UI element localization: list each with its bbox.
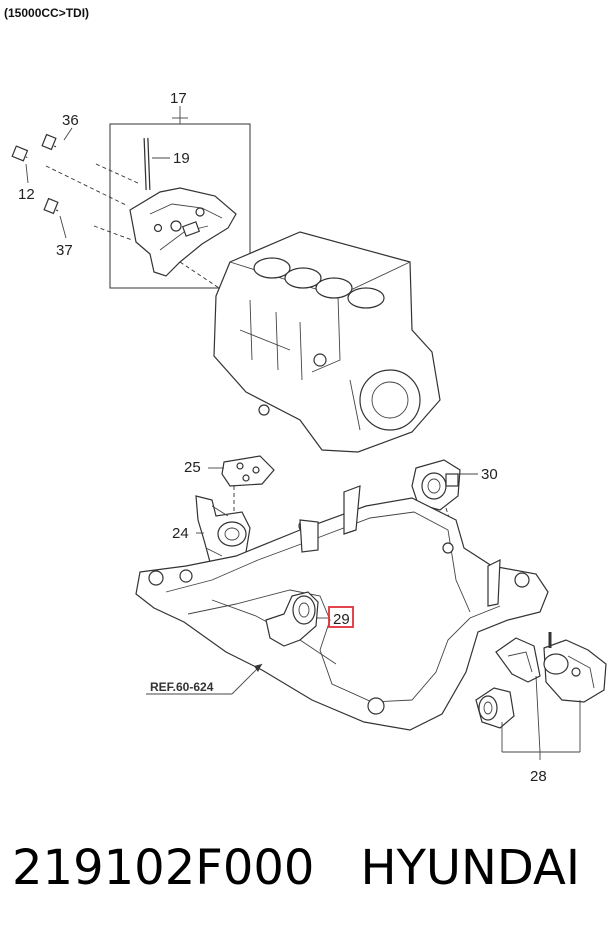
callout-36: 36 <box>62 112 79 129</box>
callout-30: 30 <box>481 466 498 483</box>
bolt-37[interactable] <box>43 197 95 228</box>
bolt-36[interactable] <box>41 133 97 166</box>
engine-bracket[interactable] <box>129 187 237 277</box>
callout-29: 29 <box>333 611 350 628</box>
brand-name: HYUNDAI <box>360 840 581 896</box>
engine-block <box>213 231 441 453</box>
callout-25: 25 <box>184 459 201 476</box>
variant-header: (15000CC>TDI) <box>4 6 89 20</box>
mount-plate-25[interactable] <box>221 455 275 487</box>
callout-24: 24 <box>172 525 189 542</box>
stud-19[interactable] <box>143 137 151 191</box>
callout-29-highlight-box <box>328 606 354 628</box>
callout-19: 19 <box>173 150 190 167</box>
callout-28-leader <box>501 675 581 760</box>
mount-28-bushing[interactable] <box>475 687 515 729</box>
subframe <box>135 485 549 731</box>
callout-12: 12 <box>18 186 35 203</box>
callout-28: 28 <box>530 768 547 785</box>
mount-29[interactable] <box>265 591 319 647</box>
reference-label: REF.60-624 <box>150 680 214 694</box>
callout-37: 37 <box>56 242 73 259</box>
mount-28-insulator[interactable] <box>543 632 607 703</box>
mount-28-bracket[interactable] <box>495 637 541 683</box>
part-number: 219102F000 <box>12 840 315 896</box>
footer-caption: 219102F000 HYUNDAI <box>12 840 612 910</box>
bracket-group-box <box>109 106 251 289</box>
callout-17: 17 <box>170 90 187 107</box>
mount-30[interactable] <box>411 459 461 511</box>
ref-arrow-icon <box>254 664 262 672</box>
bolt-12[interactable] <box>11 145 47 168</box>
